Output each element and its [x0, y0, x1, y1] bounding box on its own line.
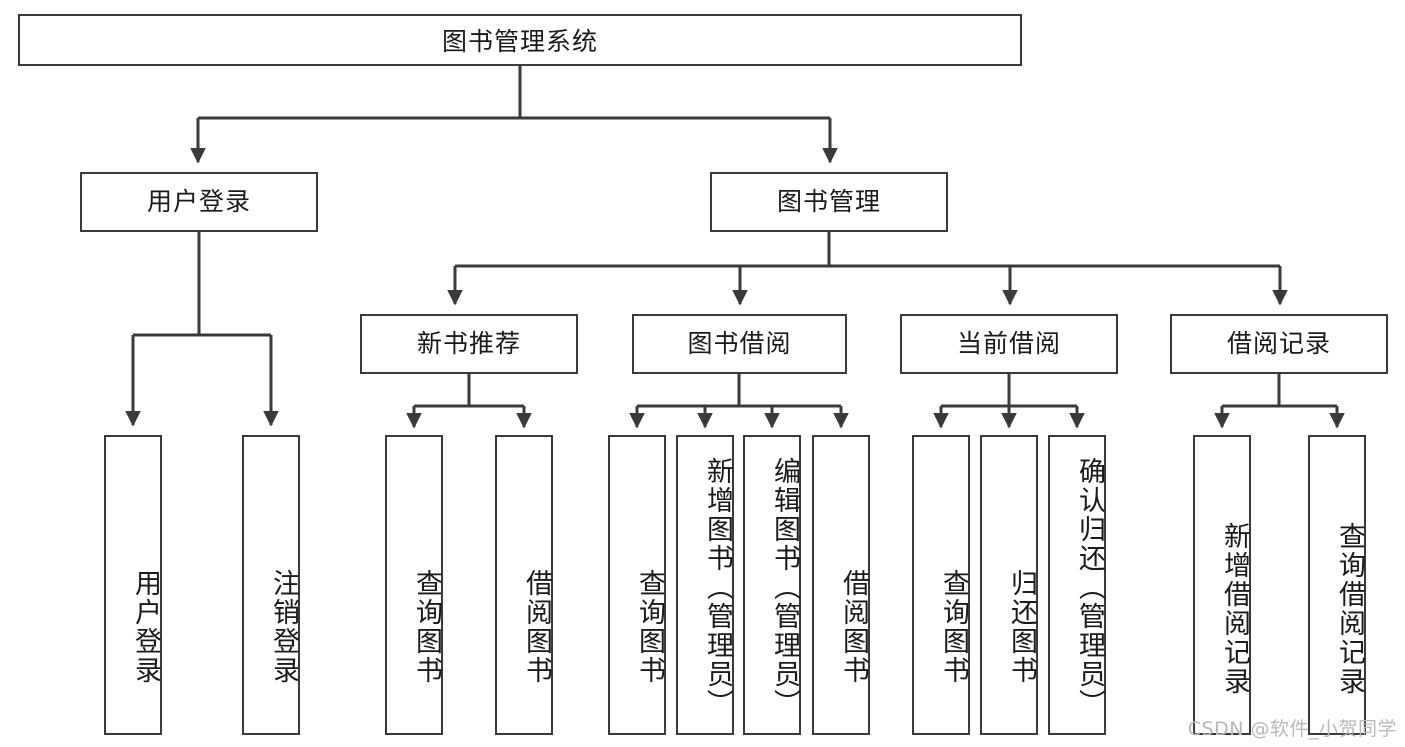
- node-label: 查询图书: [938, 569, 969, 685]
- node-label: 用户登录: [146, 187, 251, 217]
- node-label: 图书管理: [776, 187, 881, 217]
- node-label: 借阅图书: [521, 569, 552, 685]
- leaf-confirm-return-admin[interactable]: 确认归还（管理员）: [1048, 435, 1106, 735]
- node-label: 图书借阅: [687, 329, 792, 359]
- node-label: 图书管理系统: [441, 27, 598, 56]
- leaf-borrow-book-recommend[interactable]: 借阅图书: [495, 435, 553, 735]
- leaf-return-book[interactable]: 归还图书: [980, 435, 1038, 735]
- node-label: 当前借阅: [956, 329, 1061, 359]
- node-current-borrow[interactable]: 当前借阅: [900, 314, 1118, 374]
- node-label: 查询图书: [634, 569, 665, 685]
- node-label: 归还图书: [1006, 569, 1037, 685]
- node-label: 新增图书（管理员）: [702, 456, 733, 718]
- leaf-query-book-borrow[interactable]: 查询图书: [608, 435, 666, 735]
- node-new-book-recommend[interactable]: 新书推荐: [360, 314, 578, 374]
- leaf-add-borrow-record[interactable]: 新增借阅记录: [1193, 435, 1251, 735]
- node-label: 确认归还（管理员）: [1074, 456, 1105, 718]
- node-label: 查询借阅记录: [1334, 522, 1365, 696]
- node-label: 借阅图书: [838, 569, 869, 685]
- node-label: 借阅记录: [1226, 329, 1331, 359]
- node-label: 新书推荐: [416, 329, 521, 359]
- node-user-login[interactable]: 用户登录: [80, 172, 318, 232]
- leaf-query-book-current[interactable]: 查询图书: [912, 435, 970, 735]
- leaf-edit-book-admin[interactable]: 编辑图书（管理员）: [743, 435, 801, 735]
- node-root-system[interactable]: 图书管理系统: [18, 14, 1022, 66]
- node-label: 用户登录: [130, 569, 161, 685]
- leaf-user-login[interactable]: 用户登录: [104, 435, 162, 735]
- watermark-text: CSDN @软件_小贺同学: [1187, 718, 1397, 740]
- node-borrow-record[interactable]: 借阅记录: [1170, 314, 1388, 374]
- leaf-query-borrow-record[interactable]: 查询借阅记录: [1308, 435, 1366, 735]
- node-book-borrow[interactable]: 图书借阅: [632, 314, 847, 374]
- node-book-management[interactable]: 图书管理: [710, 172, 948, 232]
- node-label: 新增借阅记录: [1219, 522, 1250, 696]
- leaf-borrow-book[interactable]: 借阅图书: [812, 435, 870, 735]
- node-label: 编辑图书（管理员）: [769, 456, 800, 718]
- node-label: 查询图书: [411, 569, 442, 685]
- leaf-add-book-admin[interactable]: 新增图书（管理员）: [676, 435, 734, 735]
- csdn-watermark: CSDN @软件_小贺同学: [1188, 714, 1397, 741]
- leaf-query-book-recommend[interactable]: 查询图书: [385, 435, 443, 735]
- node-label: 注销登录: [268, 569, 299, 685]
- leaf-logout[interactable]: 注销登录: [242, 435, 300, 735]
